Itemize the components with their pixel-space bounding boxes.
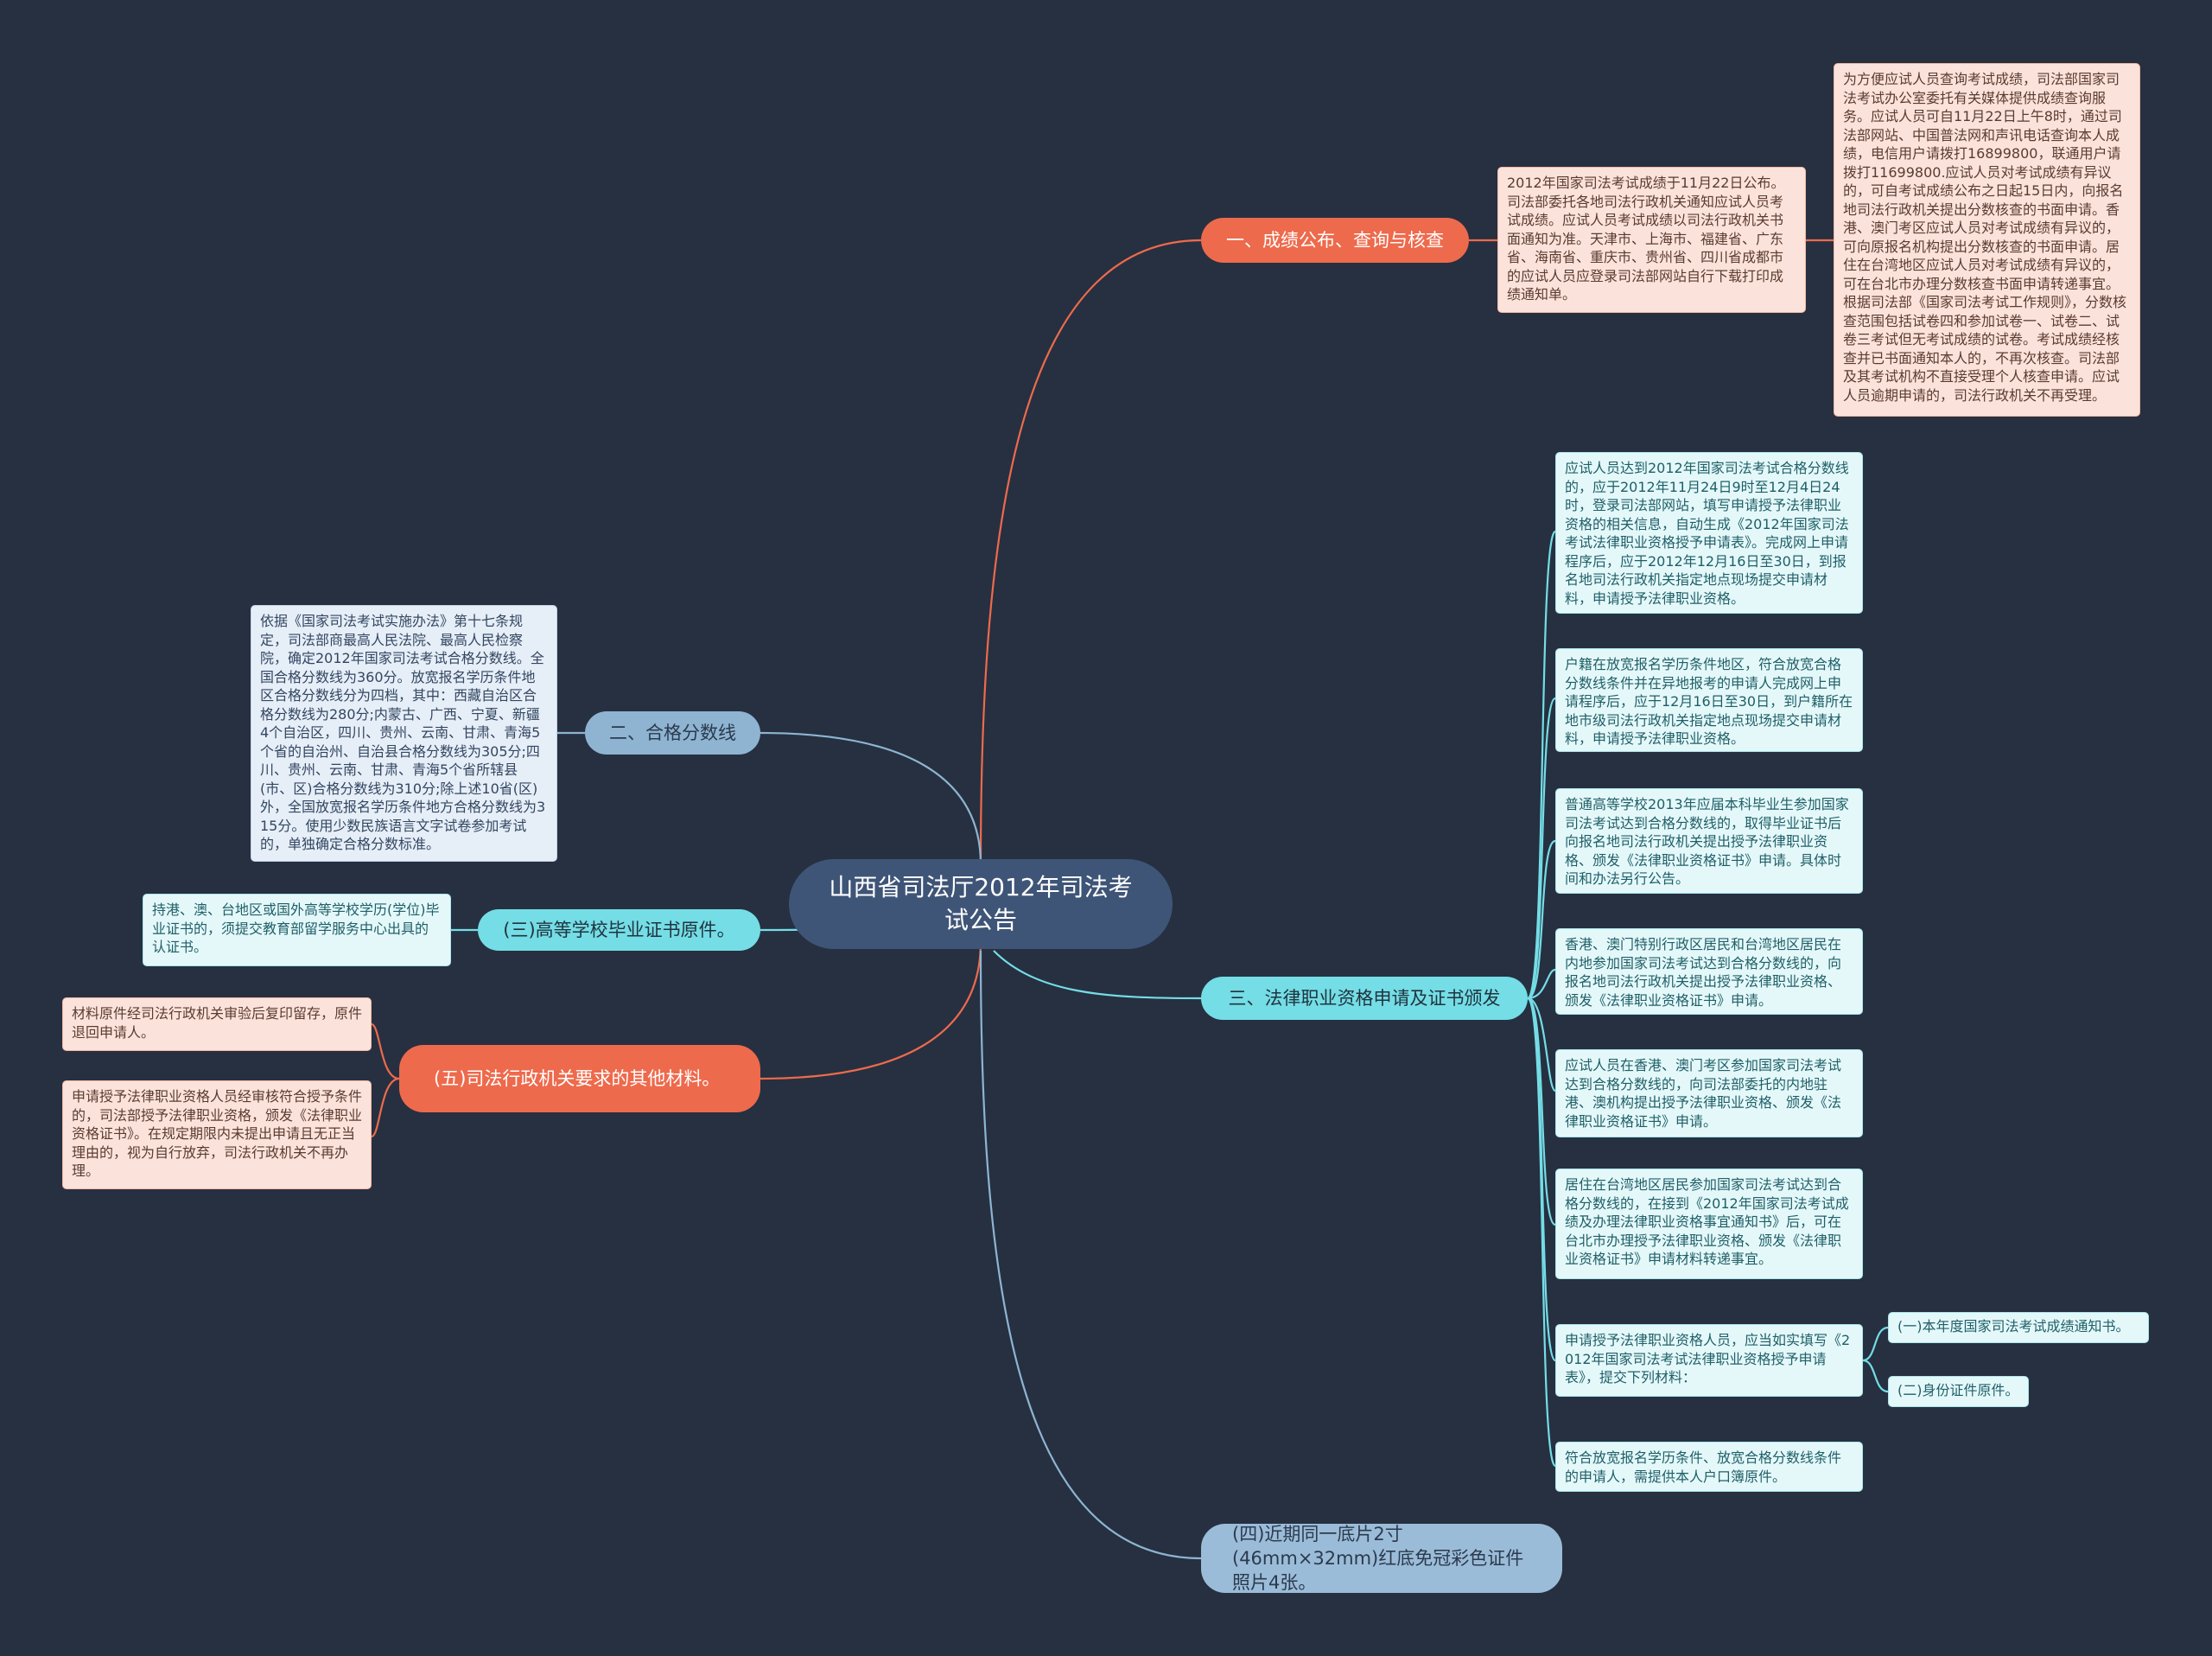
certificate-leaf-4[interactable]: 香港、澳门特别行政区居民和台湾地区居民在内地参加国家司法考试达到合格分数线的，向… bbox=[1555, 928, 1863, 1015]
link-root-passing bbox=[760, 731, 982, 865]
root-title: 山西省司法厅2012年司法考试公告 bbox=[829, 873, 1133, 934]
certificate-leaf-4-text: 香港、澳门特别行政区居民和台湾地区居民在内地参加国家司法考试达到合格分数线的，向… bbox=[1565, 936, 1842, 1009]
certificate-sub-2-text: (二)身份证件原件。 bbox=[1897, 1382, 2019, 1398]
link-cert-leaf8 bbox=[1526, 997, 1557, 1468]
certificate-leaf-2-text: 户籍在放宽报名学历条件地区，符合放宽合格分数线条件并在异地报考的申请人完成网上申… bbox=[1565, 656, 1853, 747]
certificate-leaf-8[interactable]: 符合放宽报名学历条件、放宽合格分数线条件的申请人，需提供本人户口簿原件。 bbox=[1555, 1442, 1863, 1492]
branch-passing-label: 二、合格分数线 bbox=[609, 723, 736, 743]
certificate-leaf-3-text: 普通高等学校2013年应届本科毕业生参加国家司法考试达到合格分数线的，取得毕业证… bbox=[1565, 796, 1849, 887]
branch-photo-label: (四)近期同一底片2寸(46mm×32mm)红底免冠彩色证件照片4张。 bbox=[1232, 1524, 1524, 1593]
results-leaf-2[interactable]: 为方便应试人员查询考试成绩，司法部国家司法考试办公室委托有关媒体提供成绩查询服务… bbox=[1834, 63, 2140, 417]
link-cert-leaf5 bbox=[1527, 997, 1557, 1092]
link-cert-leaf2 bbox=[1526, 697, 1557, 1000]
link-root-results bbox=[979, 239, 1202, 865]
certificate-leaf-5[interactable]: 应试人员在香港、澳门考区参加国家司法考试达到合格分数线的，向司法部委托的内地驻港… bbox=[1555, 1049, 1863, 1137]
branch-certificate-label: 三、法律职业资格申请及证书颁发 bbox=[1228, 988, 1501, 1009]
link-root-other bbox=[760, 941, 982, 1080]
link-cert-leaf1 bbox=[1526, 530, 1557, 1000]
other-leaf-2-text: 申请授予法律职业资格人员经审核符合授予条件的，司法部授予法律职业资格，颁发《法律… bbox=[72, 1088, 363, 1179]
certificate-leaf-1[interactable]: 应试人员达到2012年国家司法考试合格分数线的，应于2012年11月24日9时至… bbox=[1555, 452, 1863, 614]
branch-other-label: (五)司法行政机关要求的其他材料。 bbox=[434, 1068, 721, 1089]
certificate-leaf-7-text: 申请授予法律职业资格人员，应当如实填写《2012年国家司法考试法律职业资格授予申… bbox=[1565, 1332, 1851, 1385]
diploma-leaf-text: 持港、澳、台地区或国外高等学校学历(学位)毕业证书的，须提交教育部留学服务中心出… bbox=[152, 901, 440, 955]
results-leaf-1-text: 2012年国家司法考试成绩于11月22日公布。司法部委托各地司法行政机关通知应试… bbox=[1507, 175, 1785, 303]
other-leaf-1-text: 材料原件经司法行政机关审验后复印留存，原件退回申请人。 bbox=[72, 1005, 363, 1041]
link-cert-leaf6 bbox=[1527, 997, 1557, 1226]
certificate-leaf-6-text: 居住在台湾地区居民参加国家司法考试达到合格分数线的，在接到《2012年国家司法考… bbox=[1565, 1176, 1849, 1267]
certificate-leaf-8-text: 符合放宽报名学历条件、放宽合格分数线条件的申请人，需提供本人户口簿原件。 bbox=[1565, 1449, 1842, 1485]
results-leaf-1[interactable]: 2012年国家司法考试成绩于11月22日公布。司法部委托各地司法行政机关通知应试… bbox=[1497, 167, 1806, 313]
branch-passing[interactable]: 二、合格分数线 bbox=[585, 711, 760, 755]
branch-diploma-label: (三)高等学校毕业证书原件。 bbox=[503, 920, 735, 940]
link-other-leaf2 bbox=[371, 1077, 400, 1138]
passing-leaf-text: 依据《国家司法考试实施办法》第十七条规定，司法部商最高人民法院、最高人民检察院，… bbox=[260, 613, 546, 852]
root-topic[interactable]: 山西省司法厅2012年司法考试公告 bbox=[789, 859, 1173, 949]
certificate-leaf-7[interactable]: 申请授予法律职业资格人员，应当如实填写《2012年国家司法考试法律职业资格授予申… bbox=[1555, 1324, 1863, 1397]
branch-photo[interactable]: (四)近期同一底片2寸(46mm×32mm)红底免冠彩色证件照片4张。 bbox=[1201, 1524, 1562, 1593]
passing-leaf[interactable]: 依据《国家司法考试实施办法》第十七条规定，司法部商最高人民法院、最高人民检察院，… bbox=[251, 605, 557, 862]
link-root-photo bbox=[979, 950, 1202, 1560]
branch-results[interactable]: 一、成绩公布、查询与核查 bbox=[1201, 218, 1469, 263]
link-sub-1 bbox=[1862, 1326, 1889, 1362]
link-cert-leaf3 bbox=[1527, 839, 1556, 1000]
link-other-leaf1 bbox=[371, 1022, 400, 1080]
other-leaf-2[interactable]: 申请授予法律职业资格人员经审核符合授予条件的，司法部授予法律职业资格，颁发《法律… bbox=[62, 1080, 372, 1189]
link-cert-leaf4 bbox=[1527, 968, 1556, 1000]
branch-results-label: 一、成绩公布、查询与核查 bbox=[1226, 230, 1444, 251]
certificate-leaf-6[interactable]: 居住在台湾地区居民参加国家司法考试达到合格分数线的，在接到《2012年国家司法考… bbox=[1555, 1169, 1863, 1279]
certificate-leaf-5-text: 应试人员在香港、澳门考区参加国家司法考试达到合格分数线的，向司法部委托的内地驻港… bbox=[1565, 1057, 1842, 1130]
certificate-leaf-3[interactable]: 普通高等学校2013年应届本科毕业生参加国家司法考试达到合格分数线的，取得毕业证… bbox=[1555, 788, 1863, 894]
certificate-sub-1-text: (一)本年度国家司法考试成绩通知书。 bbox=[1897, 1318, 2130, 1334]
certificate-leaf-1-text: 应试人员达到2012年国家司法考试合格分数线的，应于2012年11月24日9时至… bbox=[1565, 460, 1849, 607]
other-leaf-1[interactable]: 材料原件经司法行政机关审验后复印留存，原件退回申请人。 bbox=[62, 997, 372, 1051]
diploma-leaf[interactable]: 持港、澳、台地区或国外高等学校学历(学位)毕业证书的，须提交教育部留学服务中心出… bbox=[143, 894, 451, 966]
certificate-sub-1[interactable]: (一)本年度国家司法考试成绩通知书。 bbox=[1888, 1312, 2149, 1343]
branch-diploma[interactable]: (三)高等学校毕业证书原件。 bbox=[478, 909, 760, 951]
results-leaf-2-text: 为方便应试人员查询考试成绩，司法部国家司法考试办公室委托有关媒体提供成绩查询服务… bbox=[1843, 71, 2127, 404]
certificate-leaf-2[interactable]: 户籍在放宽报名学历条件地区，符合放宽合格分数线条件并在异地报考的申请人完成网上申… bbox=[1555, 648, 1863, 752]
certificate-sub-2[interactable]: (二)身份证件原件。 bbox=[1888, 1376, 2029, 1407]
link-root-certificate bbox=[993, 950, 1202, 1000]
link-sub-2 bbox=[1862, 1359, 1889, 1393]
branch-other[interactable]: (五)司法行政机关要求的其他材料。 bbox=[399, 1045, 760, 1112]
branch-certificate[interactable]: 三、法律职业资格申请及证书颁发 bbox=[1201, 977, 1528, 1020]
